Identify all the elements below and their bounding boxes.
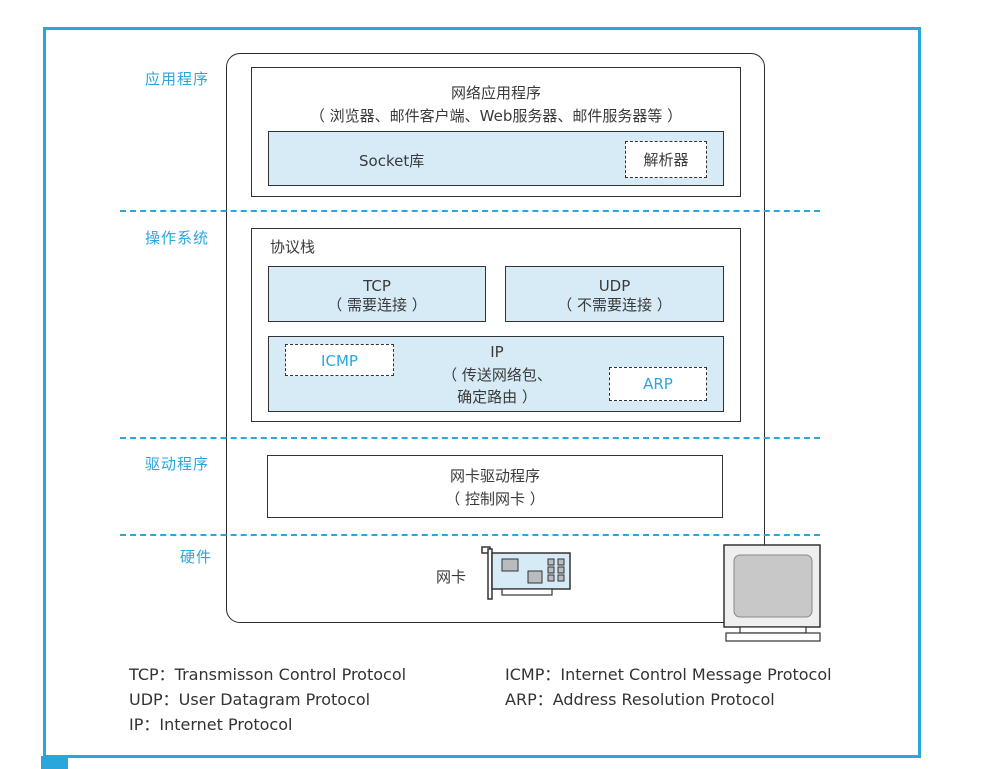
legend-udp: UDP：User Datagram Protocol: [129, 690, 371, 709]
socket-library-box: Socket库 解析器: [268, 131, 724, 186]
legend-icmp: ICMP：Internet Control Message Protocol: [505, 665, 832, 684]
legend-ip: IP：Internet Protocol: [129, 715, 293, 734]
layer-label-driver: 驱动程序: [145, 455, 210, 473]
udp-box: UDP （ 不需要连接 ）: [505, 266, 724, 322]
monitor-icon: [723, 544, 821, 642]
ip-box: ICMP IP （ 传送网络包、 确定路由 ） ARP: [268, 336, 724, 412]
network-card-icon: [481, 546, 571, 600]
layer-divider-app-os: [120, 210, 820, 212]
layer-divider-os-driver: [120, 437, 820, 439]
computer-outline: [226, 53, 765, 623]
tcp-name: TCP: [363, 277, 391, 295]
ip-description-line1: （ 传送网络包、: [442, 366, 552, 384]
arp-box: ARP: [609, 367, 707, 401]
ip-description-line2: 确定路由 ）: [457, 388, 537, 406]
tcp-description: （ 需要连接 ）: [327, 296, 427, 314]
tcp-box: TCP （ 需要连接 ）: [268, 266, 486, 322]
layer-label-hardware: 硬件: [180, 548, 213, 566]
nic-driver-title: 网卡驱动程序: [449, 467, 540, 485]
layer-divider-driver-hardware: [120, 534, 820, 536]
legend-tcp: TCP：Transmisson Control Protocol: [129, 665, 407, 684]
udp-description: （ 不需要连接 ）: [557, 296, 672, 314]
protocol-stack-title: 协议栈: [270, 238, 316, 256]
socket-library-label: Socket库: [359, 152, 425, 170]
udp-name: UDP: [598, 277, 631, 295]
legend-arp: ARP：Address Resolution Protocol: [505, 690, 775, 709]
network-application-subtitle: （ 浏览器、邮件客户端、Web服务器、邮件服务器等 ）: [309, 107, 683, 125]
nic-label: 网卡: [436, 568, 467, 586]
ip-name: IP: [490, 343, 504, 361]
network-application-box: 网络应用程序 （ 浏览器、邮件客户端、Web服务器、邮件服务器等 ） Socke…: [251, 67, 741, 197]
layer-label-os: 操作系统: [145, 229, 210, 247]
protocol-stack-box: 协议栈 TCP （ 需要连接 ） UDP （ 不需要连接 ） ICMP IP （…: [251, 228, 741, 422]
icmp-box: ICMP: [285, 344, 394, 376]
diagram-frame: [43, 27, 921, 758]
resolver-box: 解析器: [625, 141, 707, 178]
network-application-title: 网络应用程序: [450, 84, 541, 102]
layer-label-application: 应用程序: [145, 70, 210, 88]
nic-driver-box: 网卡驱动程序 （ 控制网卡 ）: [267, 455, 723, 518]
nic-driver-description: （ 控制网卡 ）: [445, 490, 545, 508]
frame-corner-marker: [41, 756, 68, 769]
